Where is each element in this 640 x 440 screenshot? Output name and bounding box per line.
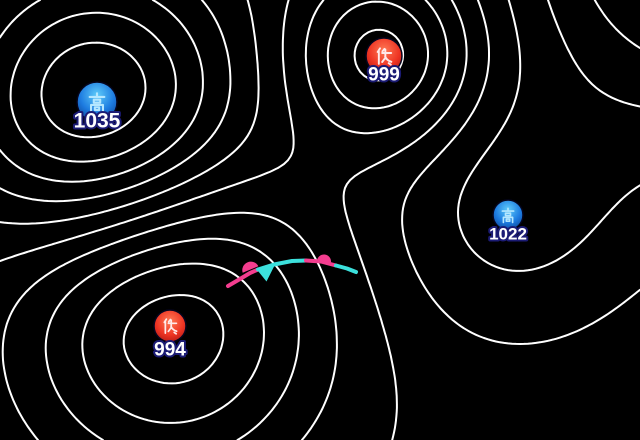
kanji-high-icon <box>501 207 515 224</box>
stationary-front <box>226 254 358 288</box>
pressure-marker-high-1035[interactable]: 1035 <box>72 81 123 135</box>
low-pressure-icon <box>365 37 403 75</box>
pressure-value: 1022 <box>489 225 527 244</box>
front-warm-segment <box>226 267 260 288</box>
warm-front-symbol <box>242 261 259 273</box>
kanji-low-icon <box>163 318 178 335</box>
front-cold-segment <box>256 258 308 272</box>
pressure-marker-low-999[interactable]: 999 <box>365 37 403 88</box>
kanji-high-icon <box>88 92 106 113</box>
pressure-marker-low-994[interactable]: 994 <box>152 309 188 363</box>
pressure-value: 1035 <box>74 110 121 133</box>
pressure-value: 994 <box>154 340 186 361</box>
kanji-low-icon <box>376 47 393 66</box>
warm-front-symbol <box>317 254 332 263</box>
front-cold-segment <box>334 263 358 274</box>
cold-front-symbol <box>257 264 275 282</box>
low-pressure-icon <box>153 309 187 343</box>
pressure-marker-high-1022[interactable]: 1022 <box>487 199 529 246</box>
pressure-value: 999 <box>368 65 400 86</box>
front-warm-segment <box>304 258 338 268</box>
pressure-markers: 1035 999 1022 994 <box>72 37 529 363</box>
